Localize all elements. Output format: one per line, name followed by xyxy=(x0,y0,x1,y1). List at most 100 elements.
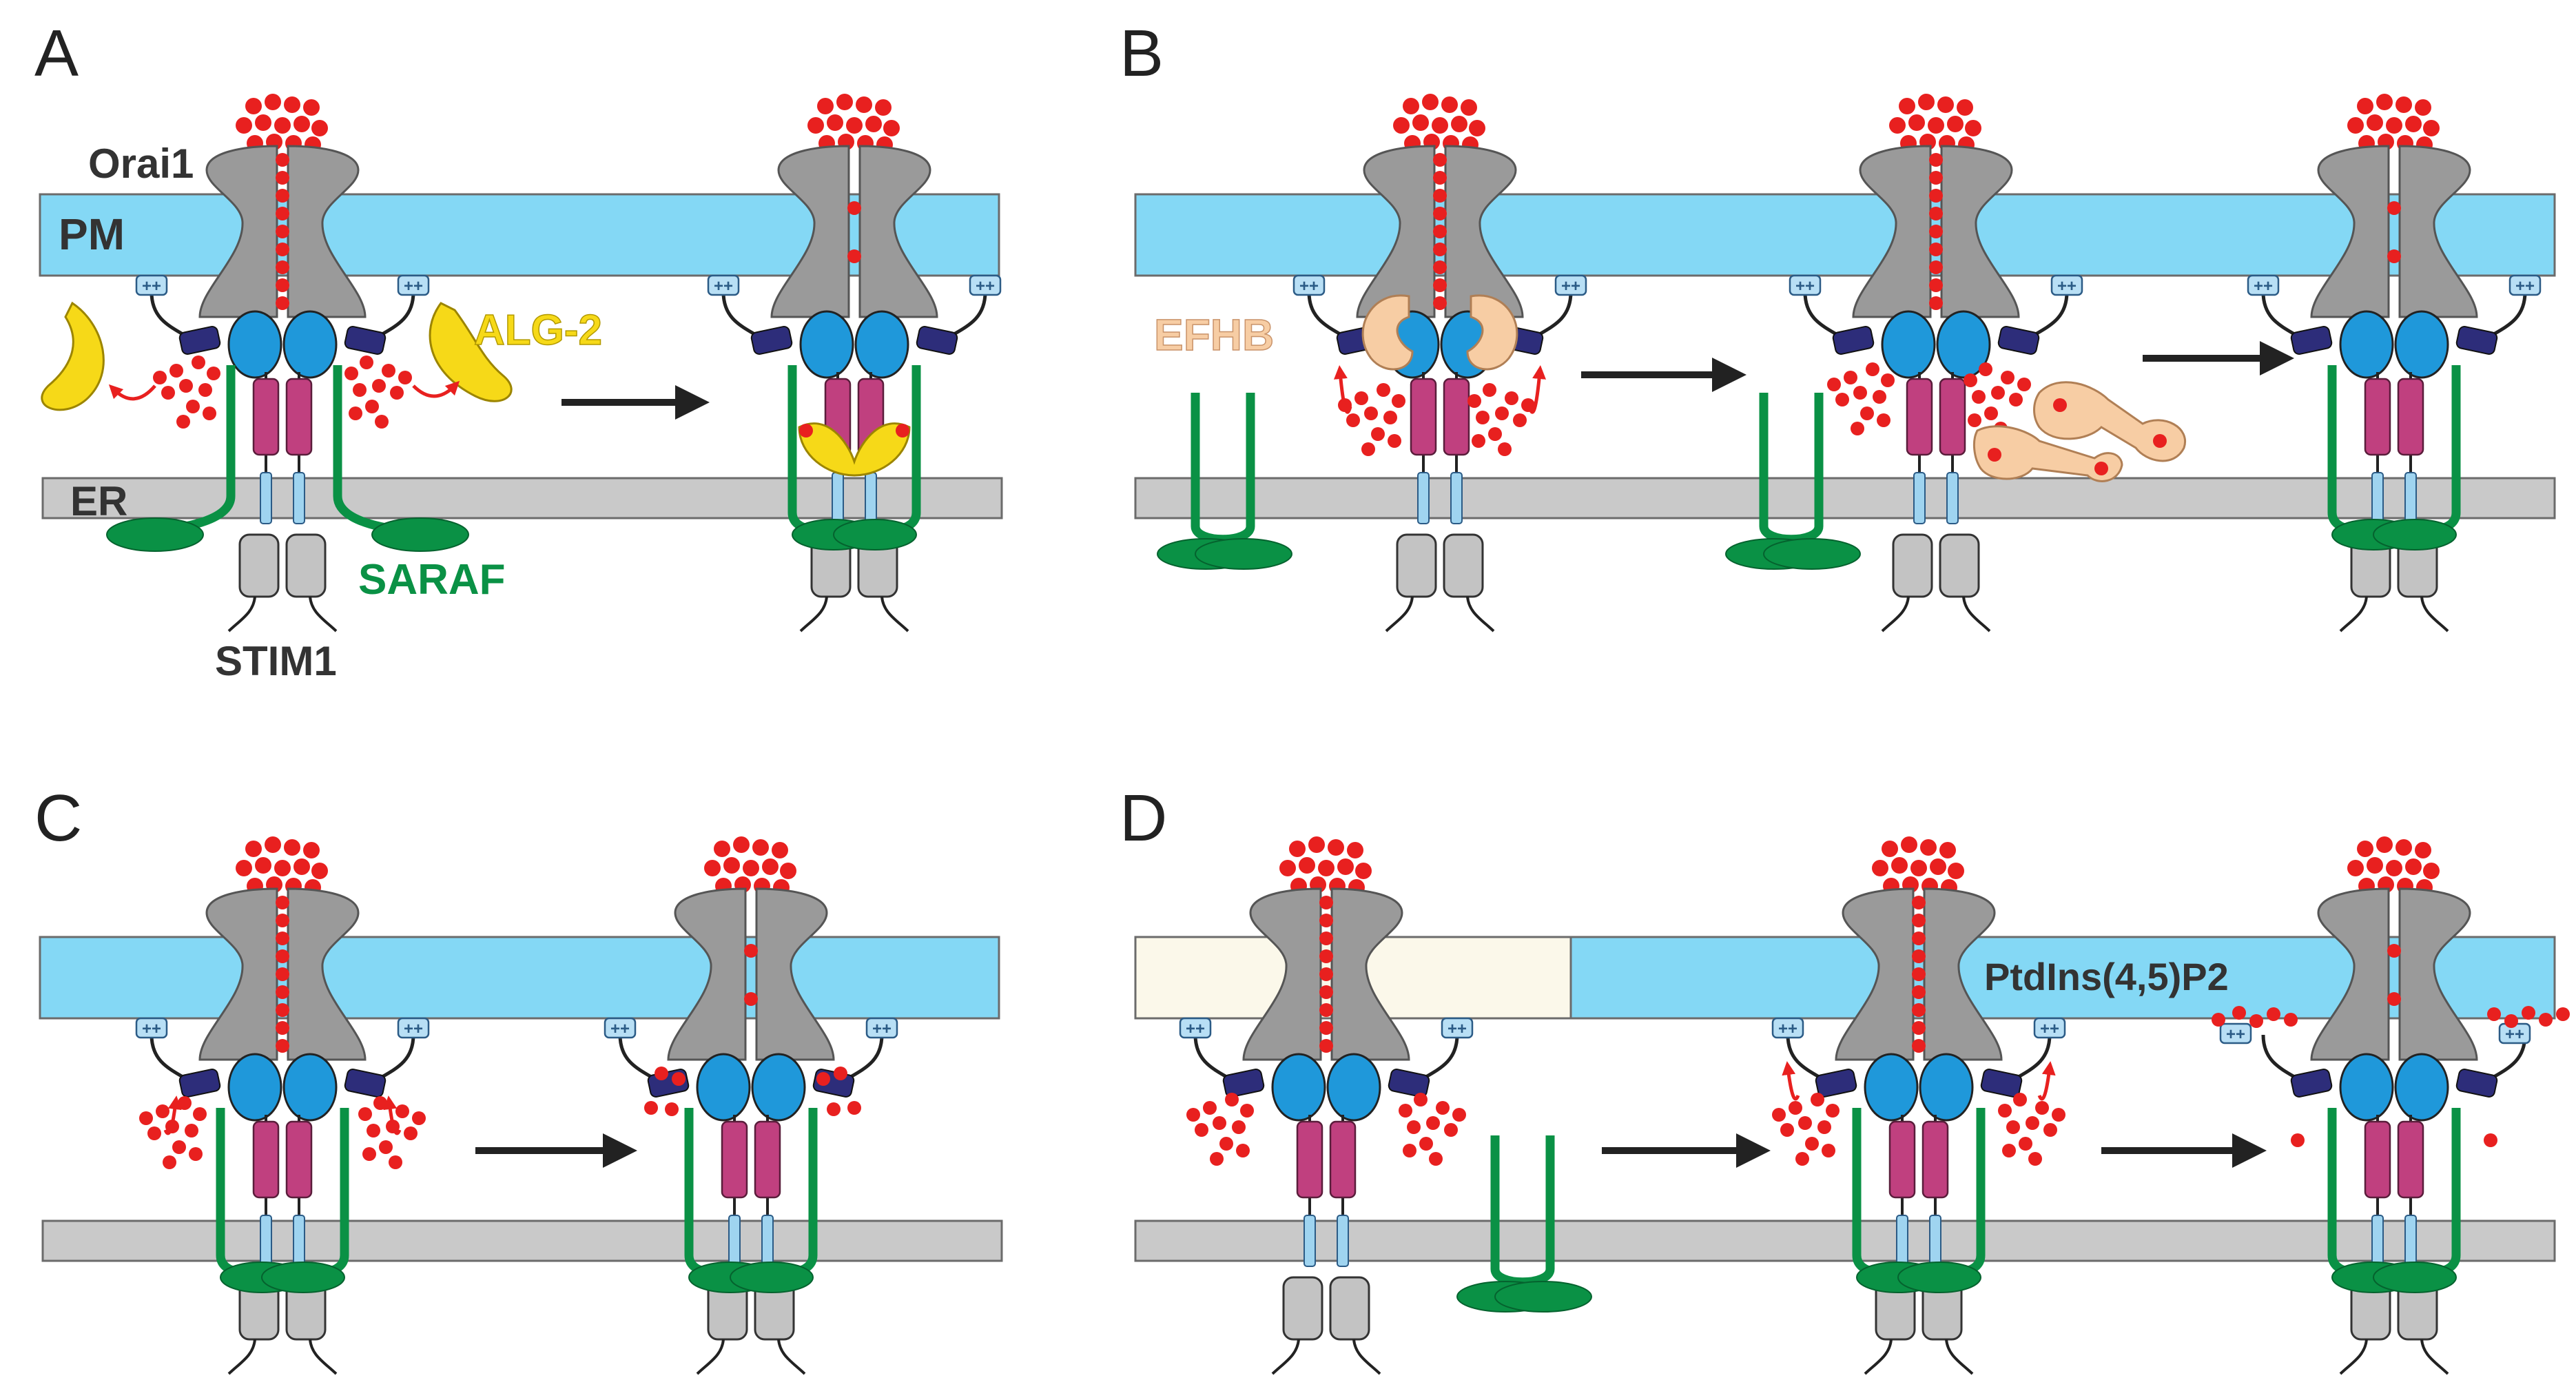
calcium-ion xyxy=(1308,836,1325,853)
calcium-ion xyxy=(236,860,252,876)
stim1-tail xyxy=(1881,596,1910,632)
calcium-ion xyxy=(362,1147,376,1161)
calcium-ion xyxy=(1873,390,1886,404)
stim1-soar-domain xyxy=(2394,310,2449,379)
pip2-binding-box xyxy=(2033,1017,2066,1039)
pip2-binding-box xyxy=(2050,274,2083,296)
stim1-tail xyxy=(2420,596,2449,632)
calcium-ion xyxy=(1414,1093,1428,1106)
efhb-protein xyxy=(1361,294,1414,371)
calcium-ion xyxy=(1929,260,1943,274)
orai1-stim1-complex xyxy=(2261,836,2527,1375)
calcium-ion xyxy=(1912,896,1926,909)
calcium-ion xyxy=(2423,120,2440,136)
calcium-ion xyxy=(395,1104,409,1118)
calcium-ion xyxy=(1433,171,1447,185)
calcium-ion xyxy=(1912,914,1926,927)
stim1-coiled-coil xyxy=(285,378,313,456)
stim1-coiled-coil xyxy=(1921,1120,1949,1199)
calcium-ion xyxy=(665,1102,679,1116)
calcium-ion xyxy=(1929,171,1943,185)
pip2-binding-box xyxy=(135,1017,168,1039)
calcium-ion xyxy=(172,1140,186,1154)
stim1-tail xyxy=(2339,1339,2368,1375)
calcium-ion xyxy=(1877,413,1890,427)
calcium-ion xyxy=(2002,1144,2016,1157)
calcium-ion xyxy=(153,371,167,384)
charge-label: ++ xyxy=(1447,1020,1467,1038)
calcium-ion xyxy=(1495,406,1509,420)
calcium-ion xyxy=(2035,1101,2049,1115)
calcium-ion xyxy=(744,992,758,1006)
calcium-ion xyxy=(2376,836,2393,853)
calcium-ion xyxy=(1798,1116,1812,1130)
calcium-ion xyxy=(1225,1093,1239,1106)
saraf-luminal-domain xyxy=(2373,519,2457,550)
orai1-right-subunit xyxy=(1330,887,1410,1061)
calcium-ion xyxy=(276,1039,289,1053)
calcium-ion xyxy=(2357,841,2373,857)
calcium-ion xyxy=(655,1067,668,1080)
saraf-luminal-domain xyxy=(1763,538,1861,570)
calcium-ion xyxy=(1872,860,1888,876)
calcium-ion xyxy=(714,841,730,857)
stim1-coiled-coil xyxy=(1888,1120,1916,1199)
calcium-ion xyxy=(2387,201,2401,215)
calcium-ion xyxy=(1319,931,1333,945)
calcium-ion xyxy=(2212,1013,2225,1027)
calcium-ion xyxy=(365,400,379,413)
calcium-ion xyxy=(1498,442,1512,456)
saraf-free xyxy=(1725,393,1861,570)
stim1-cad-domain xyxy=(916,326,958,355)
calcium-ion xyxy=(2357,98,2373,114)
calcium-binding-arrow xyxy=(1333,365,1352,414)
calcium-ion xyxy=(1476,411,1490,424)
calcium-ion xyxy=(2013,1093,2027,1106)
calcium-ion xyxy=(2367,857,2383,874)
calcium-ion xyxy=(847,201,861,215)
calcium-ion xyxy=(1279,860,1296,876)
pip2-binding-box xyxy=(135,274,168,296)
calcium-ion xyxy=(398,371,412,384)
orai1-left-subunit xyxy=(770,145,850,318)
stim1-tm-segment xyxy=(1450,472,1463,524)
calcium-ion xyxy=(1964,373,1977,387)
charge-label: ++ xyxy=(142,1020,161,1038)
calcium-ion xyxy=(192,356,205,369)
stim1-coiled-coil xyxy=(1939,378,1966,456)
stim1-coiled-coil xyxy=(1410,378,1437,456)
calcium-ion xyxy=(1912,985,1926,999)
calcium-ion xyxy=(1910,860,1927,876)
calcium-ion xyxy=(1328,839,1344,856)
calcium-ion xyxy=(1429,1152,1443,1166)
saraf-luminal-domain xyxy=(1195,538,1292,570)
alg2-label: ALG-2 xyxy=(474,307,602,354)
calcium-ion xyxy=(1929,296,1943,310)
stim1-coiled-coil xyxy=(1329,1120,1357,1199)
calcium-ion xyxy=(1483,383,1496,397)
calcium-ion xyxy=(1399,1104,1412,1118)
stim1-tm-segment xyxy=(2371,1215,2384,1267)
calcium-ion xyxy=(1236,1144,1250,1157)
alg2-bound xyxy=(798,422,911,477)
stim1-tm-segment xyxy=(2404,472,2417,524)
calcium-ion xyxy=(367,1124,380,1138)
saraf-label: SARAF xyxy=(358,556,506,604)
calcium-ion xyxy=(274,860,291,876)
stim1-cad-domain xyxy=(750,326,793,355)
stim1-soar-domain xyxy=(2339,310,2394,379)
calcium-ion xyxy=(274,117,291,134)
calcium-ion xyxy=(276,949,289,963)
stim1-tail xyxy=(227,596,256,632)
charge-label: ++ xyxy=(2505,1025,2524,1044)
stim1-cad-domain xyxy=(344,1069,387,1098)
stim1-coiled-coil xyxy=(721,1120,748,1199)
calcium-ion xyxy=(1912,1003,1926,1017)
calcium-ion xyxy=(1912,949,1926,963)
calcium-ion xyxy=(2484,1133,2497,1147)
charge-label: ++ xyxy=(2040,1020,2059,1038)
calcium-ion xyxy=(2415,842,2431,858)
efhb-protein-free xyxy=(1972,425,2123,482)
alg2-protein xyxy=(429,302,513,402)
